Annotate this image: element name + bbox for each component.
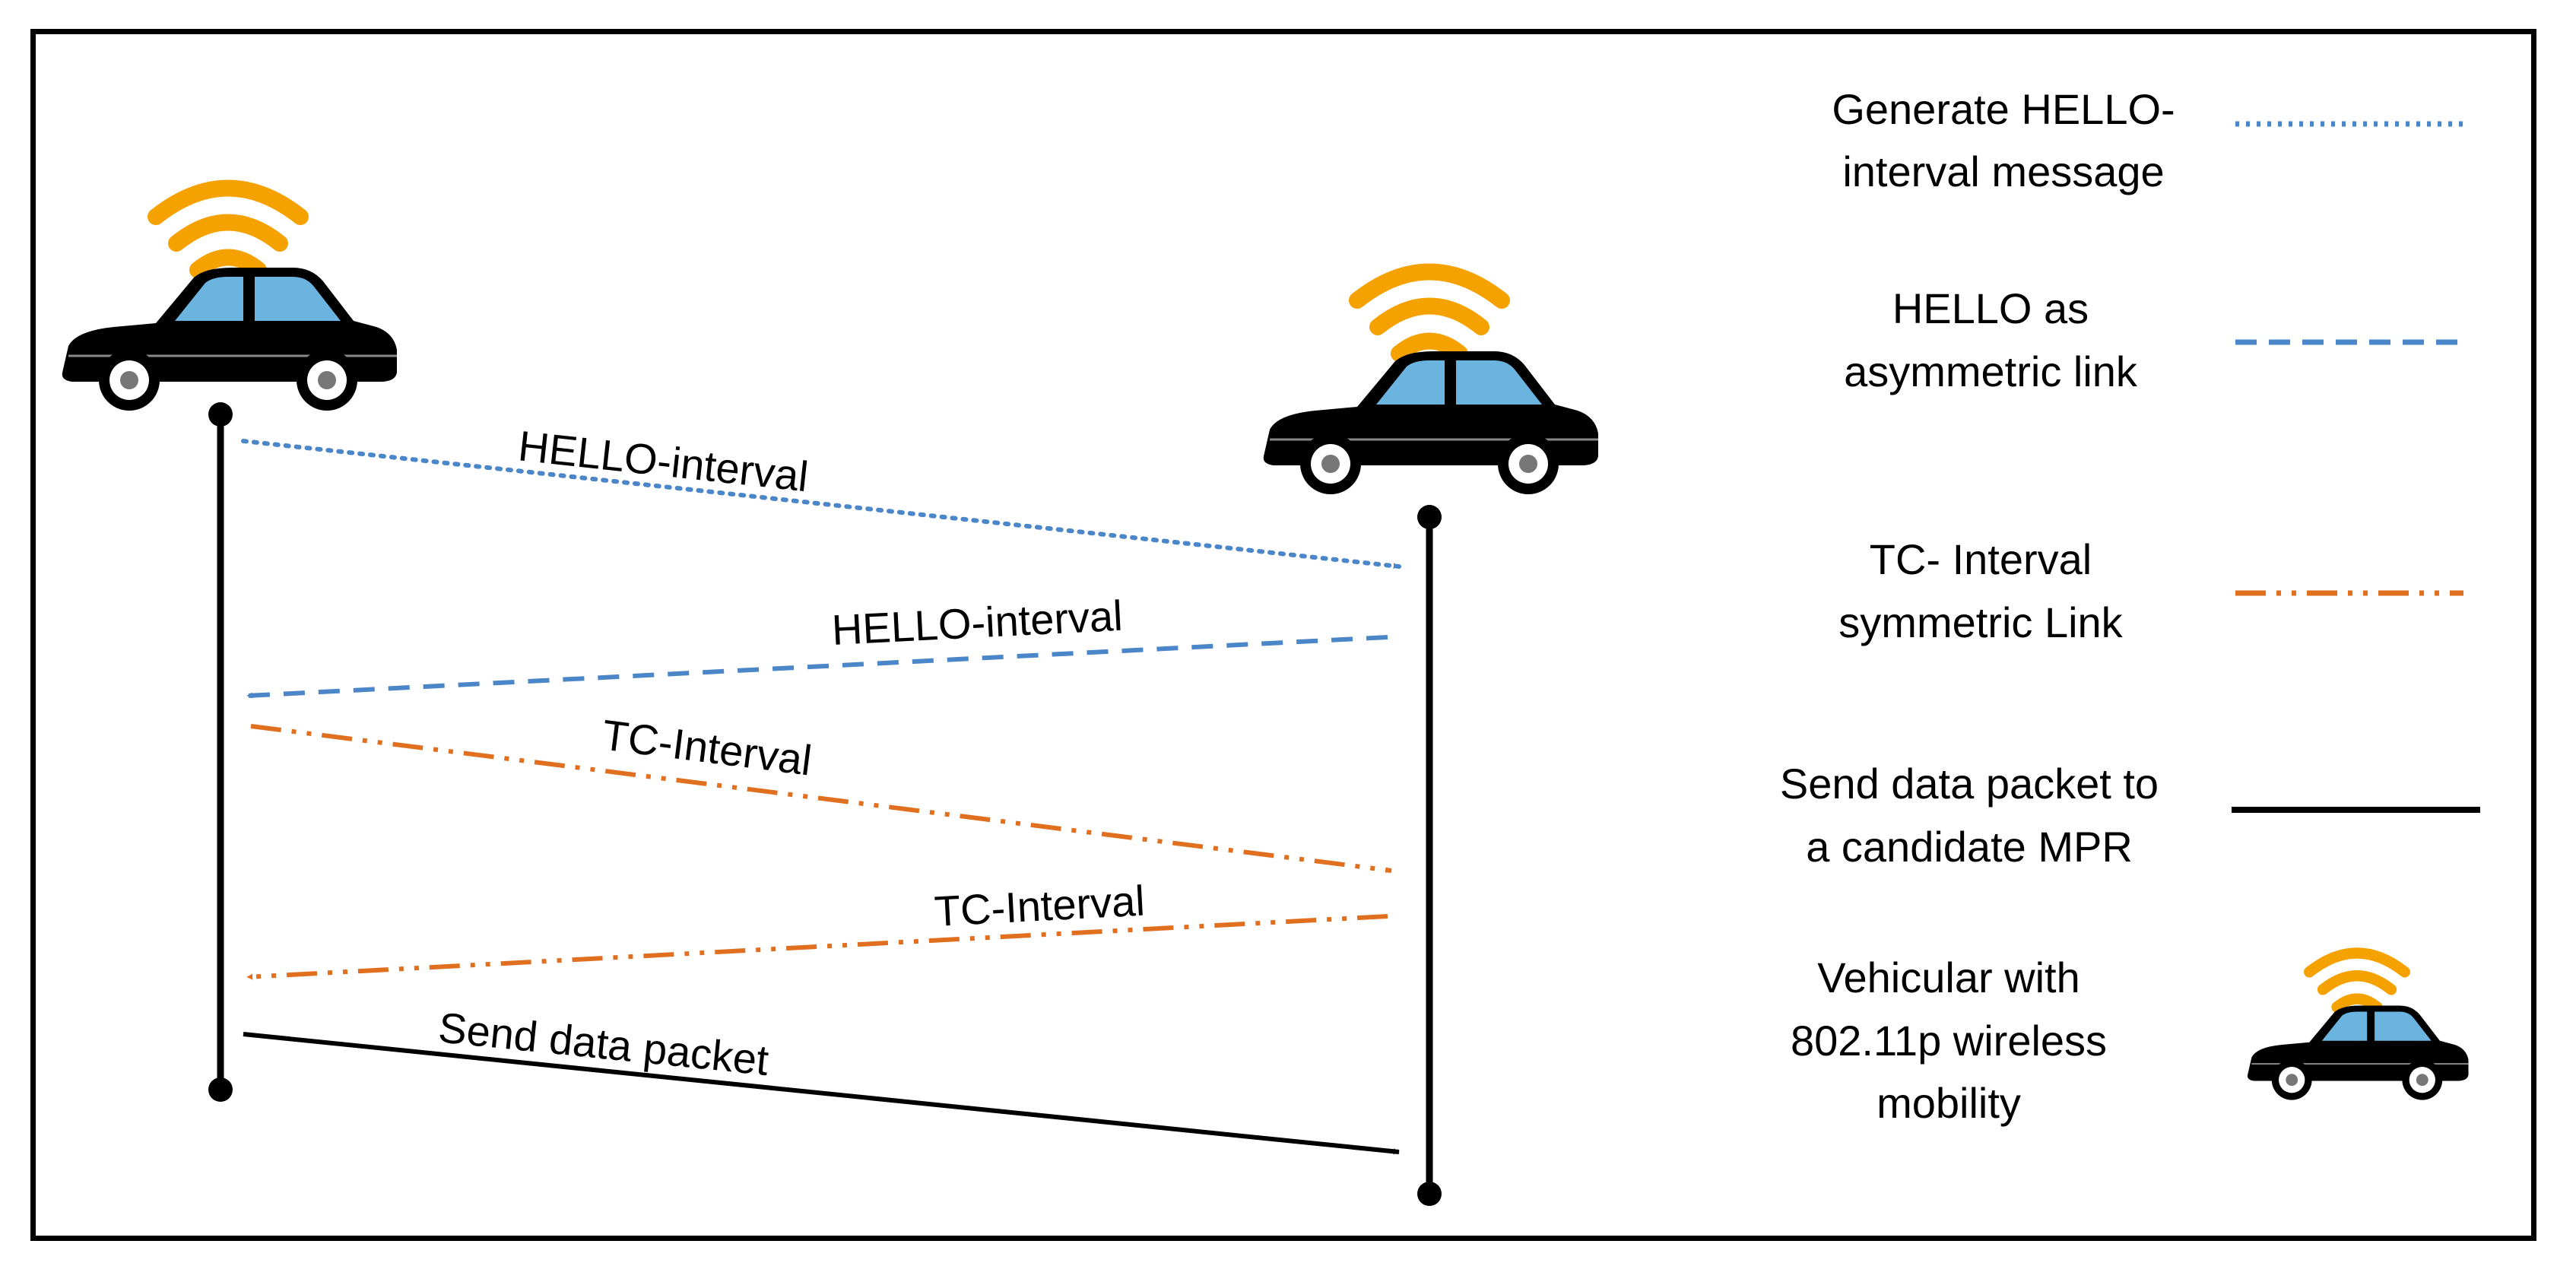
message-hello-1: HELLO-interval bbox=[241, 421, 1401, 570]
diagram-frame bbox=[30, 29, 2536, 1241]
legend-item-tc-symmetric-line2: symmetric Link bbox=[1838, 598, 2123, 646]
vehicle-left-icon bbox=[62, 189, 397, 411]
legend-item-hello-asymmetric: HELLO as asymmetric link bbox=[1844, 284, 2463, 395]
legend-item-hello-asymmetric-line2: asymmetric link bbox=[1844, 347, 2138, 395]
legend-car-with-wifi-icon bbox=[2248, 954, 2469, 1100]
legend-item-send-data-line2: a candidate MPR bbox=[1806, 823, 2133, 871]
message-tc-1: TC-Interval bbox=[250, 710, 1392, 874]
legend-item-vehicle-line1: Vehicular with bbox=[1817, 954, 2080, 1001]
message-hello-2-label: HELLO-interval bbox=[830, 592, 1124, 654]
legend: Generate HELLO- interval message HELLO a… bbox=[1780, 85, 2480, 1127]
message-data: Send data packet bbox=[243, 1003, 1400, 1155]
legend-item-hello-generate-line1: Generate HELLO- bbox=[1832, 85, 2175, 133]
lifeline-right bbox=[1417, 505, 1442, 1206]
message-hello-2: HELLO-interval bbox=[246, 592, 1388, 699]
legend-item-tc-symmetric: TC- Interval symmetric Link bbox=[1838, 535, 2463, 646]
message-tc-2: TC-Interval bbox=[246, 877, 1388, 980]
legend-item-tc-symmetric-line1: TC- Interval bbox=[1870, 535, 2092, 583]
vehicle-right-icon bbox=[1264, 272, 1598, 495]
legend-item-send-data: Send data packet to a candidate MPR bbox=[1780, 760, 2480, 871]
legend-item-hello-generate: Generate HELLO- interval message bbox=[1832, 85, 2463, 195]
legend-item-send-data-line1: Send data packet to bbox=[1780, 760, 2159, 808]
legend-item-hello-asymmetric-line1: HELLO as bbox=[1892, 284, 2089, 332]
lifeline-left bbox=[208, 402, 233, 1102]
legend-item-vehicle-line2: 802.11p wireless bbox=[1791, 1017, 2107, 1065]
legend-item-vehicle: Vehicular with 802.11p wireless mobility bbox=[1791, 954, 2469, 1127]
legend-item-vehicle-line3: mobility bbox=[1876, 1079, 2021, 1127]
legend-item-hello-generate-line2: interval message bbox=[1842, 148, 2164, 195]
message-tc-2-label: TC-Interval bbox=[933, 877, 1146, 935]
message-hello-1-label: HELLO-interval bbox=[516, 421, 811, 500]
